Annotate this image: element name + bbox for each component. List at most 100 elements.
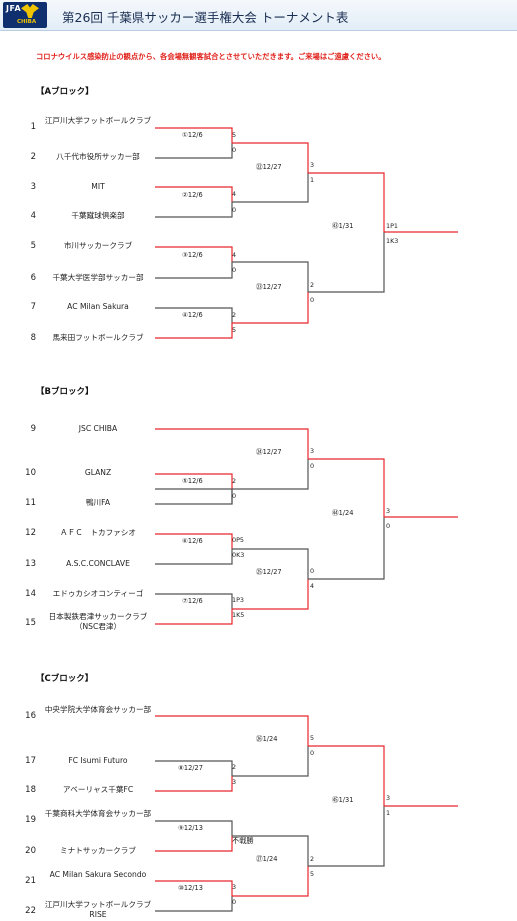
team-number: 16 xyxy=(25,711,36,721)
bracket-line xyxy=(155,488,233,504)
match-score: 0 xyxy=(310,296,315,304)
match-score: 1P1 xyxy=(386,222,398,230)
match-score: 1P3 xyxy=(232,596,244,604)
bracket-line xyxy=(232,548,309,579)
team-number: 7 xyxy=(30,302,36,312)
team-number: 1 xyxy=(30,122,36,132)
team-name[interactable]: 鴨川FA xyxy=(85,498,111,507)
logo-subtext: CHIBA xyxy=(17,19,37,25)
team-name[interactable]: MIT xyxy=(91,182,105,191)
bracket-line xyxy=(155,549,233,565)
team-number: 8 xyxy=(30,333,36,343)
walkover-label: 不戦勝 xyxy=(232,836,254,845)
bracket-line xyxy=(308,232,385,293)
team-name[interactable]: 中央学院大学体育会サッカー部 xyxy=(44,705,152,714)
bracket-winner-line xyxy=(155,609,233,625)
team-name[interactable]: エドゥカシオコンティーゴ xyxy=(52,589,144,598)
match-label: ⑨12/13 xyxy=(178,824,203,832)
team-name[interactable]: ミナトサッカークラブ xyxy=(60,846,136,855)
page-title: 第26回 千葉県サッカー選手権大会 トーナメント表 xyxy=(62,10,349,25)
team-name[interactable]: 千葉大学医学部サッカー部 xyxy=(52,273,144,282)
team-name[interactable]: アベーリャス千葉FC xyxy=(62,785,134,794)
match-label: ①12/6 xyxy=(182,131,203,139)
team-name[interactable]: 江戸川大学フットボールクラブ RISE xyxy=(44,900,152,919)
match-score: 4 xyxy=(232,251,237,259)
team-name[interactable]: ＡＦＣ トカファシオ xyxy=(60,528,136,537)
bracket-line xyxy=(155,593,233,609)
bracket-winner-line xyxy=(155,533,233,549)
team-name[interactable]: 千葉蹴球倶楽部 xyxy=(71,211,125,220)
team-number: 19 xyxy=(25,815,36,825)
bracket-line xyxy=(155,262,233,279)
bracket-winner-line xyxy=(155,127,233,143)
team-number: 3 xyxy=(30,182,36,192)
bracket-line xyxy=(155,489,233,505)
match-score: 3 xyxy=(386,507,391,515)
block-title-c: 【Cブロック】 xyxy=(36,674,94,684)
bracket-line xyxy=(308,806,385,867)
bracket-line xyxy=(155,307,233,323)
bracket-line xyxy=(155,896,233,912)
bracket-winner-line xyxy=(155,715,309,746)
match-label: ②12/6 xyxy=(182,191,203,199)
team-name[interactable]: 江戸川大学フットボールクラブ xyxy=(44,116,152,125)
bracket-winner-line xyxy=(155,776,233,792)
match-label: ㉒12/27 xyxy=(256,163,282,171)
bracket-winner-line xyxy=(155,880,233,896)
match-label: ⑤12/6 xyxy=(182,477,203,485)
bracket-line xyxy=(155,760,233,776)
match-label: ㉔12/27 xyxy=(256,448,282,456)
team-number: 17 xyxy=(25,756,36,766)
team-name[interactable]: AC Milan Sakura xyxy=(67,302,129,311)
match-score: 1K3 xyxy=(386,237,399,245)
match-score: 0 xyxy=(310,749,315,757)
team-name[interactable]: 八千代市役所サッカー部 xyxy=(56,152,140,161)
team-number: 14 xyxy=(25,589,36,599)
match-label: ㉖1/24 xyxy=(256,735,278,743)
match-label: ⑩12/13 xyxy=(178,884,203,892)
match-score: 1 xyxy=(386,809,391,817)
match-label: ③12/6 xyxy=(182,251,203,259)
match-score: 2 xyxy=(310,281,315,289)
page-header: JFA CHIBA 第26回 千葉県サッカー選手権大会 トーナメント表 xyxy=(0,0,517,31)
bracket-winner-line xyxy=(308,172,385,232)
team-name[interactable]: A.S.C.CONCLAVE xyxy=(66,559,130,568)
match-label: ㊹1/24 xyxy=(332,509,354,517)
bracket-winner-line xyxy=(155,246,233,262)
bracket-winner-line xyxy=(232,142,309,173)
team-number: 20 xyxy=(25,846,36,856)
team-number: 11 xyxy=(25,498,36,508)
bracket-line xyxy=(232,746,309,777)
bracket-winner-line xyxy=(308,745,385,806)
match-score: 2 xyxy=(310,855,315,863)
bracket-winner-line xyxy=(155,186,233,202)
bracket-winner-line xyxy=(155,323,233,339)
match-score: 3 xyxy=(232,883,237,891)
match-score: 5 xyxy=(232,131,237,139)
team-name[interactable]: FC Isumi Futuro xyxy=(68,756,128,765)
match-score: 0P5 xyxy=(232,536,244,544)
team-name[interactable]: 日本製鉄君津サッカークラブ（NSC君津） xyxy=(48,612,148,631)
match-score: 3 xyxy=(386,794,391,802)
team-name[interactable]: JSC CHIBA xyxy=(78,424,118,433)
bracket-line xyxy=(155,143,233,159)
match-score: 2 xyxy=(232,311,237,319)
match-score: 1K5 xyxy=(232,611,245,619)
match-score: 1 xyxy=(310,176,315,184)
logo-text: JFA xyxy=(6,4,22,13)
match-score: 2 xyxy=(232,763,237,771)
team-number: 18 xyxy=(25,785,36,795)
match-label: ㉗1/24 xyxy=(256,855,278,863)
match-score: 5 xyxy=(232,326,237,334)
team-name[interactable]: 市川サッカークラブ xyxy=(63,241,133,250)
team-number: 22 xyxy=(25,906,36,916)
team-name[interactable]: 馬来田フットボールクラブ xyxy=(52,333,144,342)
team-number: 15 xyxy=(25,618,36,628)
match-label: ㉓12/27 xyxy=(256,283,282,291)
match-score: 0 xyxy=(310,567,315,575)
team-name[interactable]: GLANZ xyxy=(84,468,112,477)
team-name[interactable]: 千葉商科大学体育会サッカー部 xyxy=(44,809,152,818)
team-name[interactable]: AC Milan Sakura Secondo xyxy=(49,870,147,879)
bracket-line xyxy=(232,459,309,490)
